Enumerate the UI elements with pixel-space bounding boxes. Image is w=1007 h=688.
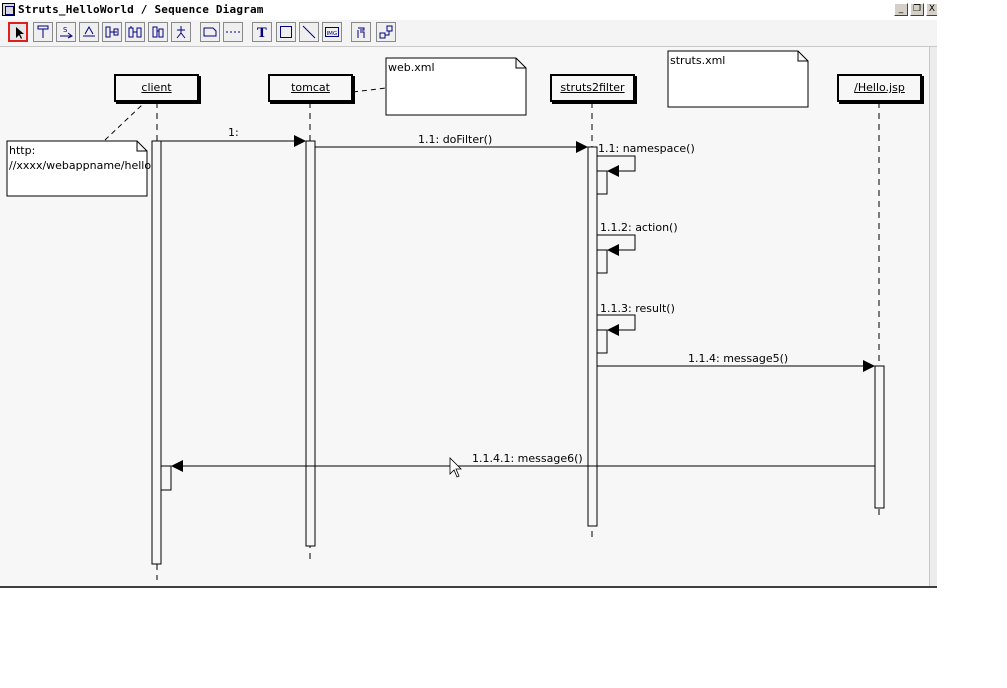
object-hello-jsp[interactable]: /Hello.jsp (837, 74, 922, 102)
diagram-toolbar: S T IMG (0, 20, 937, 47)
message-1-1-4-1-arrowhead (171, 460, 183, 472)
image-icon: IMG (325, 27, 339, 37)
window-title: Struts_HelloWorld / Sequence Diagram (18, 3, 264, 16)
message-tool-button[interactable]: S (56, 22, 76, 42)
destroy-message-icon (128, 26, 142, 38)
select-tool-button[interactable] (8, 22, 28, 42)
svg-text:IMG: IMG (327, 31, 338, 37)
line-icon (302, 25, 316, 39)
svg-text:S: S (63, 26, 68, 34)
message-1-label[interactable]: 1: (228, 126, 239, 139)
url-note[interactable]: http: //xxxx/webappname/hello (9, 144, 152, 172)
web-xml-note-shape (385, 57, 527, 116)
struts2filter-nested-activation-1 (596, 170, 608, 195)
struts-xml-note-shape (667, 50, 809, 108)
rectangle-tool-button[interactable] (276, 22, 296, 42)
lifeline-tool-button[interactable] (33, 22, 53, 42)
client-nested-activation (160, 465, 172, 491)
message-1-1-4-label[interactable]: 1.1.4: message5() (688, 352, 789, 365)
struts2filter-activation (587, 146, 598, 527)
url-note-shape (6, 140, 148, 197)
create-message-tool-button[interactable] (102, 22, 122, 42)
message-1-1-4-1-label[interactable]: 1.1.4.1: message6() (472, 452, 583, 465)
hand-icon (357, 27, 365, 38)
actor-tool-button[interactable] (171, 22, 191, 42)
self-message-result-arrow (597, 314, 636, 331)
object-client[interactable]: client (114, 74, 199, 102)
svg-text:T: T (257, 26, 267, 39)
line-tool-button[interactable] (299, 22, 319, 42)
destroy-message-tool-button[interactable] (125, 22, 145, 42)
minimize-button[interactable]: _ (894, 3, 908, 16)
hand-tool-button[interactable] (351, 22, 371, 42)
object-tomcat[interactable]: tomcat (268, 74, 353, 102)
self-message-namespace-arrow (597, 155, 636, 172)
return-message-icon (83, 25, 95, 37)
self-message-action-label[interactable]: 1.1.2: action() (600, 221, 678, 234)
client-activation (151, 140, 162, 565)
rectangle-icon (280, 26, 292, 38)
message-1-arrowhead (294, 135, 306, 147)
text-icon: T (257, 26, 267, 39)
self-message-namespace-label[interactable]: 1.1: namespace() (598, 142, 695, 155)
activation-tool-button[interactable] (148, 22, 168, 42)
message-1-1-arrowhead (576, 141, 588, 153)
layout-icon (379, 25, 393, 39)
sequence-diagram-canvas (6, 50, 885, 580)
web-xml-note[interactable]: web.xml (388, 61, 435, 74)
self-message-result-arrowhead (607, 324, 619, 336)
activation-icon (152, 26, 164, 38)
create-message-icon (105, 26, 119, 38)
hello-jsp-activation (874, 365, 885, 509)
self-message-namespace-arrowhead (607, 165, 619, 177)
diagram-window: Struts_HelloWorld / Sequence Diagram _ ❐… (0, 3, 937, 588)
self-message-action-arrow (597, 234, 636, 251)
self-message-result-label[interactable]: 1.1.3: result() (600, 302, 675, 315)
return-message-tool-button[interactable] (79, 22, 99, 42)
struts-xml-note[interactable]: struts.xml (670, 54, 726, 67)
note-icon (203, 27, 217, 37)
message-1-1-4-arrowhead (863, 360, 875, 372)
image-tool-button[interactable]: IMG (322, 22, 342, 42)
text-tool-button[interactable]: T (252, 22, 272, 42)
mouse-cursor-icon (449, 457, 462, 478)
arrow-cursor-icon (16, 27, 24, 39)
self-message-action-arrowhead (607, 244, 619, 256)
web-xml-note-connector (352, 87, 387, 93)
note-tool-button[interactable] (200, 22, 220, 42)
actor-icon (176, 26, 186, 39)
message-1-1-label[interactable]: 1.1: doFilter() (418, 133, 493, 146)
app-icon (2, 3, 15, 16)
layout-tool-button[interactable] (376, 22, 396, 42)
struts2filter-nested-activation-2 (596, 249, 608, 274)
restore-button[interactable]: ❐ (910, 3, 924, 16)
object-struts2filter[interactable]: struts2filter (550, 74, 635, 102)
url-note-connector (104, 103, 144, 141)
note-link-tool-button[interactable] (223, 22, 243, 42)
close-button[interactable]: X (926, 3, 937, 16)
tomcat-activation (305, 140, 316, 547)
lifeline-icon (37, 25, 49, 38)
message-icon: S (60, 26, 73, 39)
vertical-scrollbar[interactable] (929, 47, 937, 586)
struts2filter-nested-activation-3 (596, 329, 608, 354)
